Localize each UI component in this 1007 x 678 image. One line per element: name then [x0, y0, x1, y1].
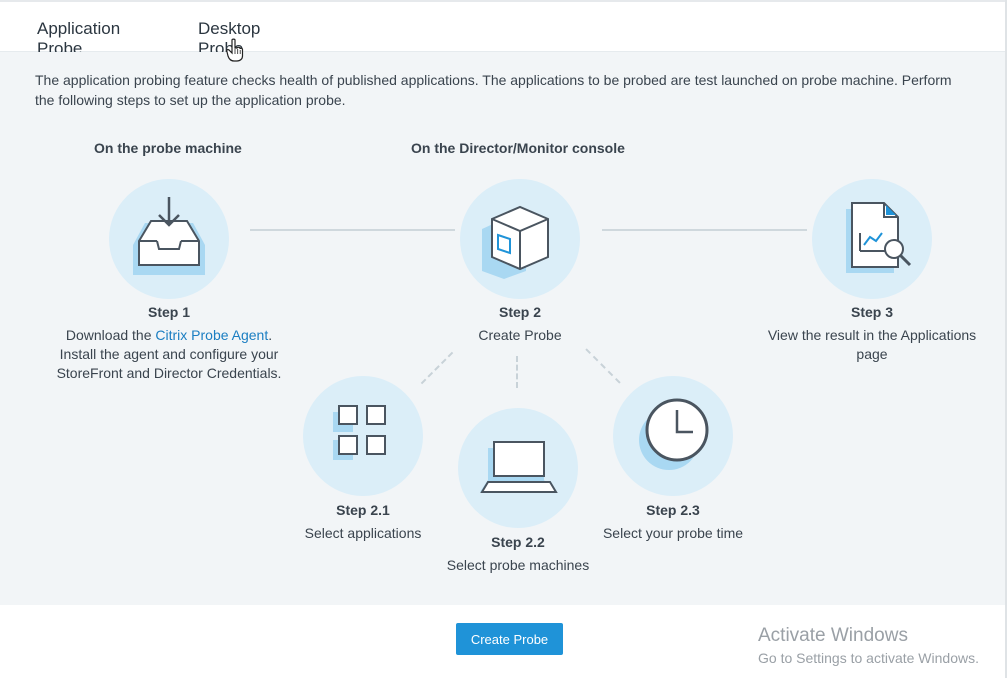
watermark-line1: Activate Windows — [758, 625, 908, 646]
top-border — [0, 0, 1007, 2]
clock-icon — [639, 398, 709, 470]
step21-circle — [303, 376, 423, 496]
step3-desc-line1: View the result in the Applications — [767, 327, 977, 343]
step3-title: Step 3 — [850, 304, 893, 320]
box-icon — [482, 205, 549, 279]
citrix-probe-agent-link[interactable]: Citrix Probe Agent — [155, 327, 269, 343]
step1-circle — [109, 179, 229, 299]
right-border — [1005, 0, 1007, 678]
step1-description: Download the Citrix Probe Agent. Install… — [30, 326, 308, 383]
activate-windows-watermark: Activate Windows Go to Settings to activ… — [758, 625, 979, 666]
step2-title: Step 2 — [498, 304, 541, 320]
create-probe-button[interactable]: Create Probe — [456, 623, 563, 655]
intro-line-2: the following steps to set up the applic… — [35, 92, 346, 108]
step21-title: Step 2.1 — [336, 502, 390, 518]
laptop-icon — [480, 441, 558, 493]
step2-circle — [460, 179, 580, 299]
step3-description: View the result in the Applications page — [752, 326, 992, 364]
step1-desc-line2: Install the agent and configure your — [59, 346, 279, 362]
step22-circle — [458, 408, 578, 528]
step22-description: Select probe machines — [446, 557, 590, 573]
step21-description: Select applications — [304, 525, 422, 541]
step23-description: Select your probe time — [602, 525, 744, 541]
watermark-line2: Go to Settings to activate Windows. — [758, 650, 979, 666]
step1-desc-line3: StoreFront and Director Credentials. — [56, 365, 282, 381]
tab-bar: Application Probe Desktop Probe — [0, 2, 1005, 71]
intro-text: The application probing feature checks h… — [35, 70, 1005, 110]
step1-title: Step 1 — [147, 304, 190, 320]
step22-title: Step 2.2 — [491, 534, 545, 550]
step1-desc-pre: Download the — [65, 327, 156, 343]
grid-icon — [333, 405, 386, 460]
heading-probe-machine: On the probe machine — [94, 140, 242, 156]
step2-description: Create Probe — [478, 327, 562, 343]
connector-1-2 — [250, 229, 455, 231]
intro-line-1: The application probing feature checks h… — [35, 72, 952, 88]
step3-desc-line2: page — [856, 346, 888, 362]
step23-circle — [613, 376, 733, 496]
step3-circle — [812, 179, 932, 299]
step1-desc-post: . — [268, 327, 273, 343]
hand-cursor-icon — [226, 38, 244, 62]
connector-2-3 — [602, 229, 807, 231]
dash-2-22 — [516, 356, 518, 388]
download-tray-icon — [133, 197, 205, 275]
heading-director-console: On the Director/Monitor console — [411, 140, 625, 156]
step23-title: Step 2.3 — [646, 502, 700, 518]
report-search-icon — [846, 202, 912, 273]
